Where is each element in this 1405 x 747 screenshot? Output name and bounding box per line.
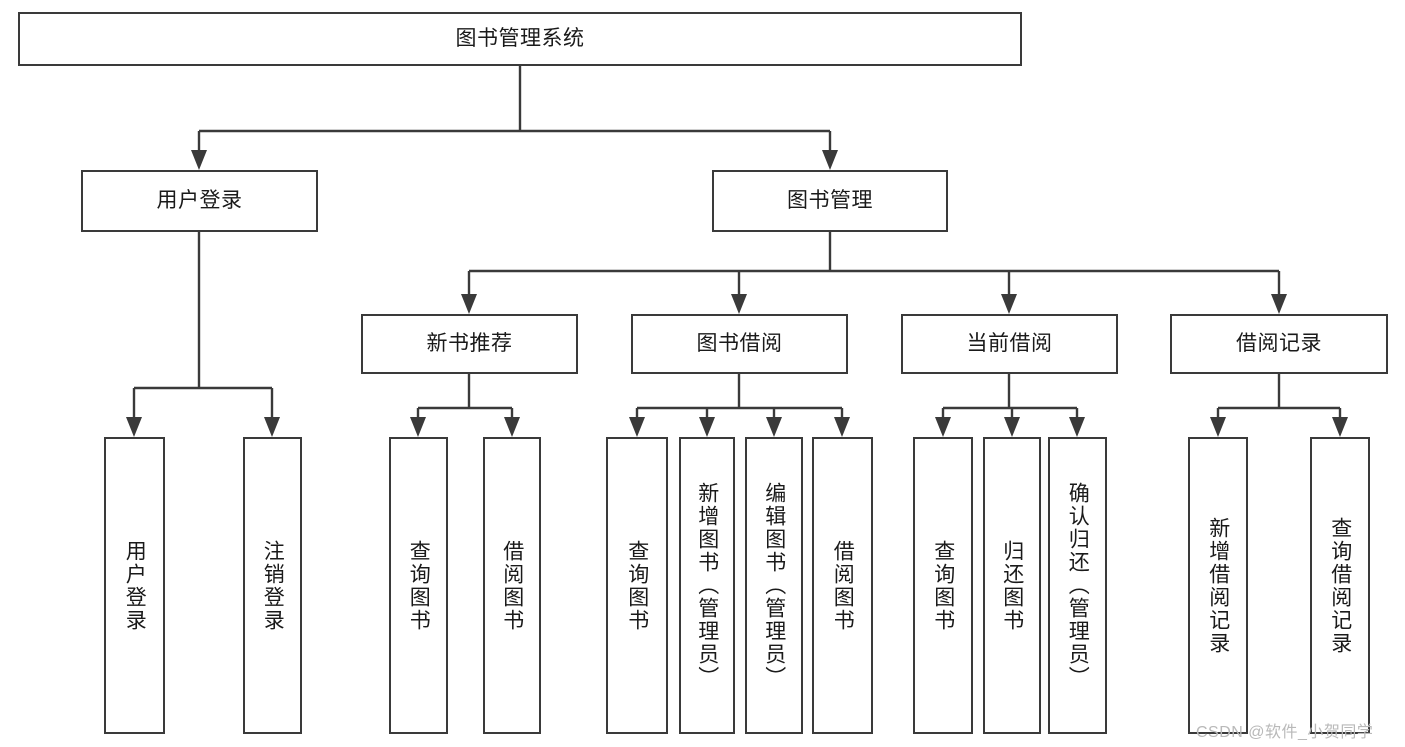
leaf-add-borrow-record-label: 新增借阅记录 bbox=[1206, 516, 1230, 655]
leaf-borrow-book-recommend-label: 借阅图书 bbox=[500, 539, 524, 632]
arrow-to-user-login bbox=[191, 150, 207, 170]
node-borrow-record[interactable]: 借阅记录 bbox=[1170, 314, 1388, 374]
leaf-add-book-admin-label: 新增图书（管理员） bbox=[695, 482, 719, 689]
node-borrow-record-label: 借阅记录 bbox=[1236, 331, 1322, 355]
leaf-edit-book-admin[interactable]: 编辑图书（管理员） bbox=[745, 437, 803, 734]
leaf-user-login[interactable]: 用户登录 bbox=[104, 437, 165, 734]
leaf-logout[interactable]: 注销登录 bbox=[243, 437, 302, 734]
node-root[interactable]: 图书管理系统 bbox=[18, 12, 1022, 66]
leaf-user-login-label: 用户登录 bbox=[123, 539, 147, 632]
node-book-management-label: 图书管理 bbox=[787, 188, 873, 212]
arrow-current-c3 bbox=[1069, 417, 1085, 437]
leaf-query-book-borrow-label: 查询图书 bbox=[625, 539, 649, 632]
arrow-borrow-c1 bbox=[629, 417, 645, 437]
leaf-add-book-admin[interactable]: 新增图书（管理员） bbox=[679, 437, 735, 734]
node-book-management[interactable]: 图书管理 bbox=[712, 170, 948, 232]
leaf-query-book-current-label: 查询图书 bbox=[931, 539, 955, 632]
arrow-to-record bbox=[1271, 294, 1287, 314]
arrow-record-c2 bbox=[1332, 417, 1348, 437]
leaf-logout-label: 注销登录 bbox=[261, 539, 285, 632]
arrow-user-login-c1 bbox=[126, 417, 142, 437]
arrow-to-newbook bbox=[461, 294, 477, 314]
node-new-book-recommend[interactable]: 新书推荐 bbox=[361, 314, 578, 374]
leaf-query-book-borrow[interactable]: 查询图书 bbox=[606, 437, 668, 734]
leaf-edit-book-admin-label: 编辑图书（管理员） bbox=[762, 482, 786, 689]
arrow-to-current bbox=[1001, 294, 1017, 314]
arrow-to-borrow bbox=[731, 294, 747, 314]
node-current-borrow-label: 当前借阅 bbox=[966, 331, 1053, 355]
leaf-return-book-label: 归还图书 bbox=[1000, 539, 1024, 632]
watermark: CSDN @软件_小贺同学 bbox=[1196, 724, 1374, 741]
arrow-borrow-c4 bbox=[834, 417, 850, 437]
node-current-borrow[interactable]: 当前借阅 bbox=[901, 314, 1118, 374]
leaf-query-book-recommend-label: 查询图书 bbox=[407, 539, 431, 632]
arrow-borrow-c3 bbox=[766, 417, 782, 437]
leaf-borrow-book[interactable]: 借阅图书 bbox=[812, 437, 873, 734]
leaf-query-borrow-record[interactable]: 查询借阅记录 bbox=[1310, 437, 1370, 734]
arrow-newbook-c2 bbox=[504, 417, 520, 437]
node-book-borrow-label: 图书借阅 bbox=[696, 331, 783, 355]
arrow-newbook-c1 bbox=[410, 417, 426, 437]
node-root-label: 图书管理系统 bbox=[455, 26, 585, 50]
leaf-query-book-recommend[interactable]: 查询图书 bbox=[389, 437, 448, 734]
leaf-query-borrow-record-label: 查询借阅记录 bbox=[1328, 516, 1352, 655]
leaf-add-borrow-record[interactable]: 新增借阅记录 bbox=[1188, 437, 1248, 734]
leaf-borrow-book-label: 借阅图书 bbox=[831, 539, 855, 632]
arrow-current-c2 bbox=[1004, 417, 1020, 437]
leaf-return-book[interactable]: 归还图书 bbox=[983, 437, 1041, 734]
node-book-borrow[interactable]: 图书借阅 bbox=[631, 314, 848, 374]
arrow-record-c1 bbox=[1210, 417, 1226, 437]
node-user-login[interactable]: 用户登录 bbox=[81, 170, 318, 232]
arrow-user-login-c2 bbox=[264, 417, 280, 437]
arrow-current-c1 bbox=[935, 417, 951, 437]
leaf-confirm-return-admin-label: 确认归还（管理员） bbox=[1066, 482, 1090, 689]
arrow-to-book-manage bbox=[822, 150, 838, 170]
node-new-book-recommend-label: 新书推荐 bbox=[426, 331, 513, 355]
arrow-borrow-c2 bbox=[699, 417, 715, 437]
leaf-query-book-current[interactable]: 查询图书 bbox=[913, 437, 973, 734]
leaf-borrow-book-recommend[interactable]: 借阅图书 bbox=[483, 437, 541, 734]
node-user-login-label: 用户登录 bbox=[156, 188, 243, 212]
leaf-confirm-return-admin[interactable]: 确认归还（管理员） bbox=[1048, 437, 1107, 734]
